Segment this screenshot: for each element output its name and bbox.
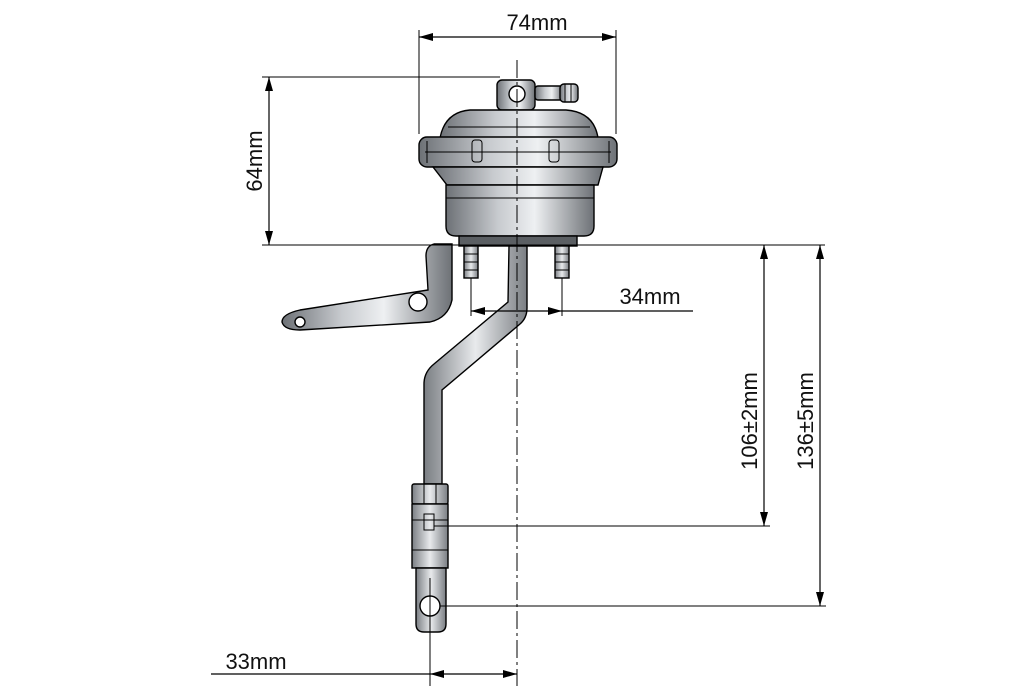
dimension-width: 74mm xyxy=(418,10,617,134)
mounting-stud-left xyxy=(463,245,479,279)
mounting-bracket xyxy=(281,243,453,331)
mounting-stud-right xyxy=(554,245,570,279)
actuator xyxy=(281,79,618,633)
actuator-body xyxy=(431,166,604,186)
dimension-height-label: 64mm xyxy=(242,130,267,191)
dimension-stud-spacing-label: 34mm xyxy=(619,284,680,309)
dimension-width-label: 74mm xyxy=(506,10,567,35)
dimension-offset: 33mm xyxy=(211,649,517,678)
dimension-rod-long-label: 136±5mm xyxy=(793,372,818,470)
dimension-rod-long: 136±5mm xyxy=(440,245,826,607)
dimension-offset-label: 33mm xyxy=(225,649,286,674)
actuator-cap xyxy=(439,109,599,139)
vacuum-fitting xyxy=(496,79,579,111)
rod-coupling xyxy=(411,483,449,569)
dimension-rod-short-label: 106±2mm xyxy=(737,372,762,470)
dimension-rod-short: 106±2mm xyxy=(434,245,770,527)
dimension-height: 64mm xyxy=(242,76,825,246)
dimension-stud-spacing: 34mm xyxy=(470,278,693,316)
